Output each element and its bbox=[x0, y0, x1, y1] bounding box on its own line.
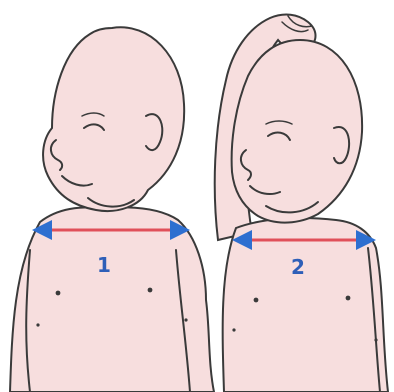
figure-1-label: 1 bbox=[97, 253, 111, 277]
figure-1-nipple-left bbox=[56, 291, 61, 296]
figure-1-torso bbox=[10, 207, 214, 392]
figure-2-nipple-right bbox=[346, 296, 351, 301]
figure-2-mark-left bbox=[232, 328, 235, 331]
figure-2-mark-right bbox=[374, 338, 377, 341]
figure-1 bbox=[10, 27, 214, 392]
figure-1-head bbox=[43, 27, 184, 211]
figure-2 bbox=[215, 15, 388, 392]
figure-1-mark-left bbox=[36, 323, 39, 326]
figure-1-nipple-right bbox=[148, 288, 153, 293]
figure-2-nipple-left bbox=[254, 298, 259, 303]
figure-2-label: 2 bbox=[291, 255, 305, 279]
figure-1-mark-right bbox=[184, 318, 187, 321]
